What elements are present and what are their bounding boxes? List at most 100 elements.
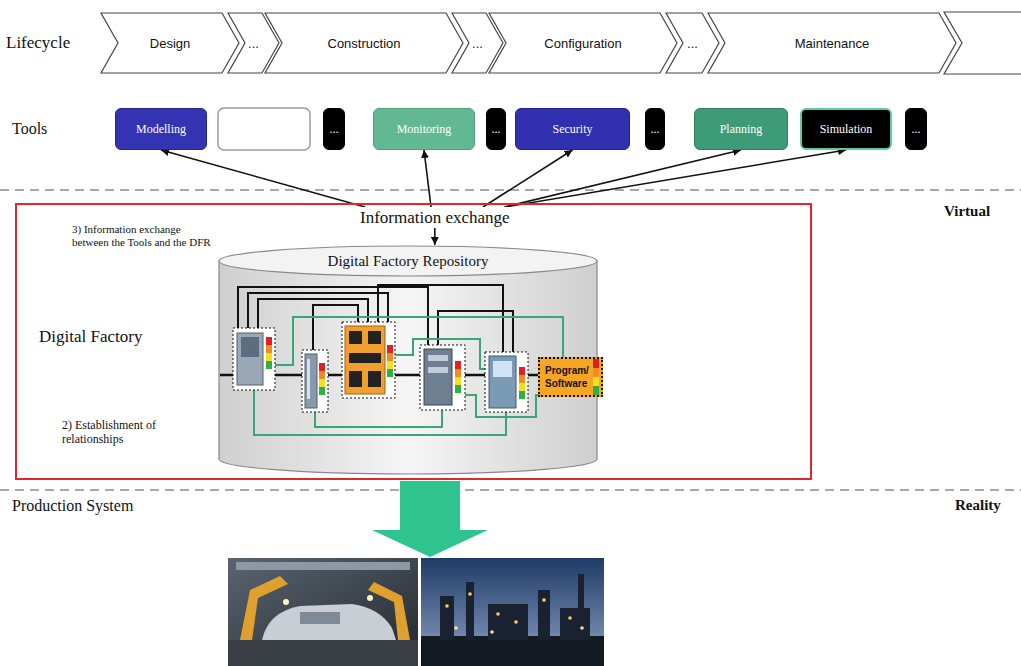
device-icon (455, 361, 461, 393)
refinery-photo (421, 636, 604, 666)
node-label: Construction (328, 36, 401, 51)
refinery-photo (490, 630, 494, 634)
exchange-box: Information exchange (357, 207, 513, 228)
tool-box: ... (486, 108, 506, 150)
tool-box: Simulation (800, 108, 892, 150)
node-label: ... (687, 36, 698, 51)
node-label: Maintenance (795, 36, 869, 51)
refinery-photo (468, 592, 472, 596)
refinery-photo (421, 558, 604, 666)
device-icon (237, 333, 263, 385)
node-label: Planning (720, 122, 763, 137)
axis-label: Lifecycle (6, 33, 70, 53)
device-icon (485, 352, 528, 412)
chevron-outline (101, 13, 239, 73)
program-box: Program/ Software (538, 357, 603, 397)
node-label: Modelling (136, 122, 186, 137)
exchange-arrow (505, 150, 846, 207)
tool-box: ... (645, 108, 665, 150)
device-icon (368, 331, 381, 344)
refinery-photo (560, 608, 590, 640)
node-label: Simulation (820, 122, 873, 137)
lifecycle-chevron: Configuration (488, 12, 678, 74)
exchange-arrow (505, 150, 741, 207)
relationship-wires-green (315, 410, 442, 427)
device-icon (302, 350, 328, 412)
factory-photo (228, 558, 418, 666)
device-icon (345, 326, 385, 394)
factory-photo (300, 612, 340, 624)
chevron-outline (265, 13, 463, 73)
refinery-photo (488, 604, 528, 640)
tool-box: ... (323, 108, 345, 150)
tool-box: Monitoring (373, 108, 475, 150)
device-icon (519, 367, 525, 399)
exchange-arrow (161, 150, 365, 207)
region-caption: 3) Information exchange between the Tool… (72, 223, 212, 249)
lifecycle-chevron: Maintenance (707, 12, 957, 74)
node-label: ... (330, 122, 339, 137)
tool-box: ... (905, 108, 927, 150)
device-icon (420, 345, 465, 410)
node-label: ... (492, 122, 501, 137)
refinery-photo (466, 582, 474, 640)
device-icon (241, 337, 259, 357)
axis-label: Virtual (944, 203, 990, 220)
factory-photo (236, 562, 410, 570)
relationship-wires-green (254, 317, 563, 435)
device-icon (266, 337, 272, 369)
refinery-photo (580, 626, 584, 630)
device-icon (233, 328, 275, 390)
device-icon (428, 367, 448, 373)
refinery-photo (514, 620, 518, 624)
factory-photo (240, 576, 288, 640)
device-icon (349, 353, 381, 363)
device-icon (233, 328, 275, 390)
device-icon (305, 354, 317, 408)
node-label: Configuration (544, 36, 621, 51)
node-label: Design (150, 36, 190, 51)
exchange-arrow (424, 150, 431, 207)
node-label: ... (472, 36, 483, 51)
axis-label: Reality (955, 497, 1001, 514)
factory-photo (283, 599, 289, 605)
relationship-wires (238, 285, 513, 352)
region-caption: 2) Establishment of relationships (62, 418, 212, 447)
factory-photo (367, 595, 373, 601)
chevron-outline (489, 13, 677, 73)
cylinder-top (219, 246, 597, 276)
node-label: Monitoring (397, 122, 452, 137)
refinery-photo (496, 612, 500, 616)
device-icon (485, 352, 528, 412)
device-icon (387, 345, 393, 377)
tool-box-blank (218, 108, 310, 150)
refinery-photo (445, 604, 449, 608)
repository-title: Digital Factory Repository (218, 252, 598, 270)
device-icon (342, 322, 395, 398)
divider-reality (0, 489, 1021, 491)
refinery-photo (454, 626, 458, 630)
tool-box: Security (515, 108, 630, 150)
chevron-outline (708, 13, 956, 73)
tool-box: Planning (694, 108, 788, 150)
node-label: ... (912, 122, 921, 137)
digital-factory-region: 3) Information exchange between the Tool… (15, 203, 812, 480)
factory-photo (228, 558, 418, 666)
device-icon (342, 322, 395, 398)
device-icon (349, 371, 362, 387)
factory-photo (368, 582, 410, 640)
node-label: ... (651, 122, 660, 137)
factory-photo (228, 640, 418, 666)
refinery-photo (421, 558, 604, 666)
relationship-wires (378, 285, 503, 352)
lifecycle-chevron: Construction (264, 12, 464, 74)
axis-label: Production System (12, 497, 133, 515)
device-icon (307, 359, 310, 399)
deploy-arrow (372, 481, 488, 557)
device-icon (428, 355, 448, 361)
refinery-photo (538, 590, 550, 640)
device-icon (493, 361, 512, 377)
tool-box: Modelling (115, 108, 207, 150)
lifecycle-chevron: ... (665, 12, 720, 74)
